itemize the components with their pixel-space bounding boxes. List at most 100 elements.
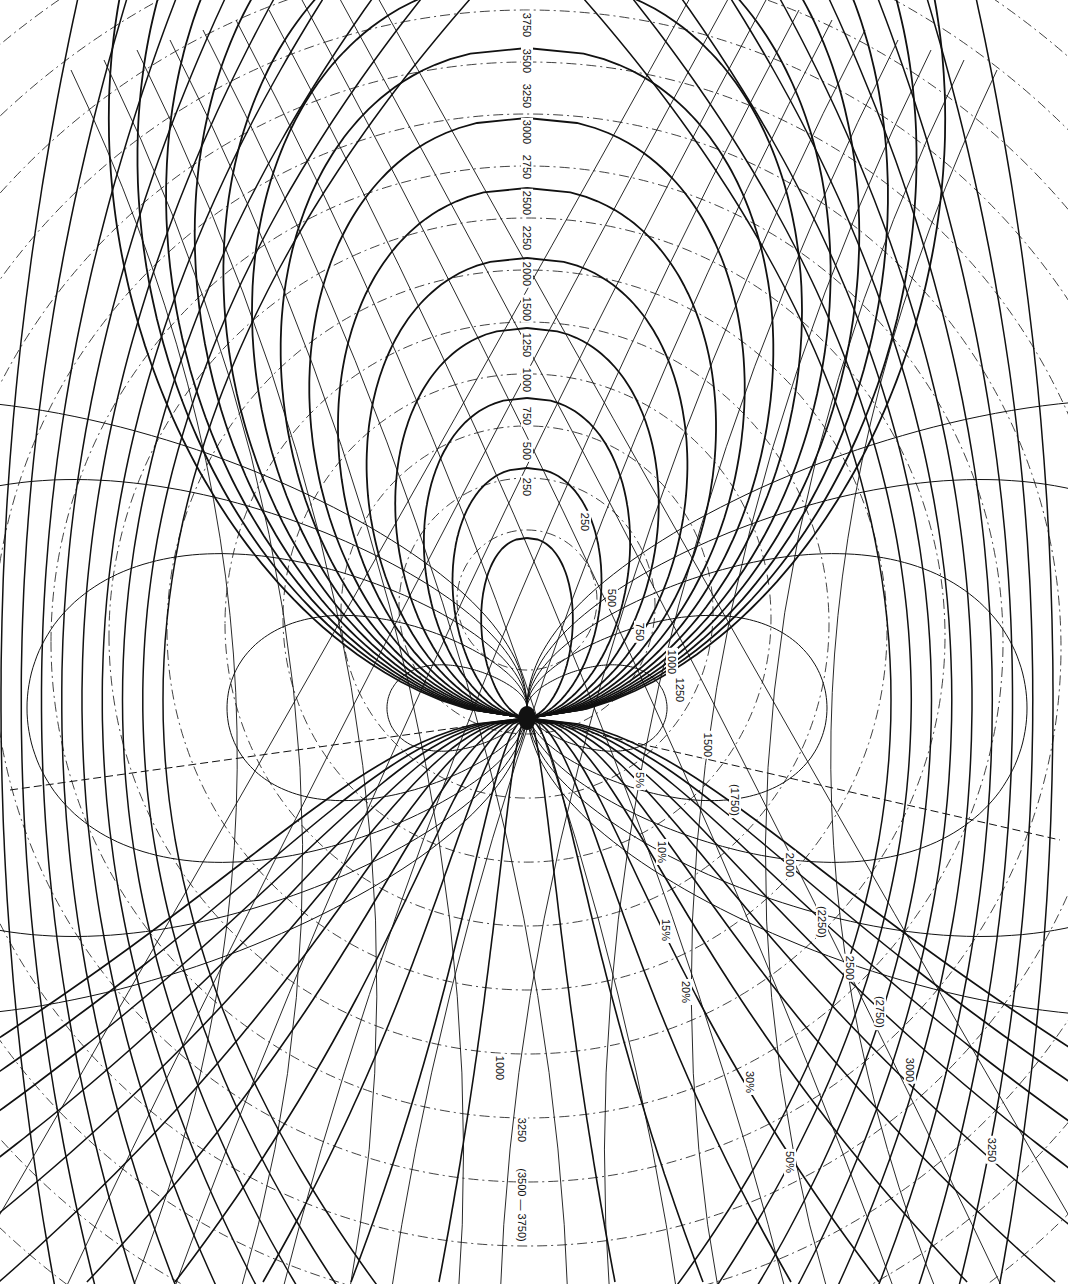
value-label: 3000 <box>521 117 533 145</box>
field-line <box>143 0 428 1284</box>
field-line <box>527 328 659 718</box>
field-line <box>102 0 328 1284</box>
cross-line <box>170 40 464 1284</box>
field-line <box>527 718 791 1282</box>
value-label: 1500 <box>521 295 533 323</box>
field-line <box>281 48 527 718</box>
value-label: 3000 <box>904 1056 916 1084</box>
value-label: 3500 <box>521 46 533 74</box>
contour-circle <box>51 166 1003 1118</box>
field-line <box>974 0 1053 1284</box>
cross-line <box>765 60 964 1284</box>
field-line <box>527 48 773 718</box>
field-line <box>138 0 528 718</box>
cross-line <box>269 10 788 1284</box>
percent-label: 15% <box>660 917 672 943</box>
field-line <box>123 0 379 1284</box>
field-line <box>163 0 478 1284</box>
field-line <box>0 718 527 1282</box>
field-line <box>825 0 992 1284</box>
value-label: 250 <box>579 511 591 533</box>
lobe-curve <box>527 399 1068 1016</box>
value-label: (1750) <box>729 782 741 818</box>
field-line <box>263 718 527 1282</box>
contour-circle <box>457 530 597 670</box>
field-line <box>0 718 527 1282</box>
field-line <box>42 0 180 1284</box>
value-label: 500 <box>521 440 533 462</box>
field-line <box>527 0 945 718</box>
percent-label: 10% <box>656 839 668 865</box>
value-label: 1500 <box>702 731 714 759</box>
field-line <box>527 0 888 718</box>
field-line <box>527 468 602 718</box>
axis-line <box>10 718 1060 840</box>
cross-line <box>604 40 898 1284</box>
value-label: 500 <box>606 587 618 609</box>
field-line <box>527 718 1068 1282</box>
value-label: 1000 <box>666 648 678 676</box>
field-line <box>0 718 527 1282</box>
field-line <box>527 718 1068 1282</box>
field-line <box>252 0 527 718</box>
percent-label: 30% <box>744 1069 756 1095</box>
cross-line <box>831 70 997 1284</box>
value-label: 2500 <box>521 188 533 216</box>
field-line <box>0 718 527 1282</box>
field-line <box>527 118 745 718</box>
field-line <box>62 0 229 1284</box>
value-label: 2250 <box>521 224 533 252</box>
value-label: (3500 — 3750) <box>516 1166 528 1243</box>
field-line <box>367 258 527 718</box>
field-line <box>395 328 527 718</box>
field-line <box>21 0 129 1284</box>
value-label: 250 <box>521 475 533 497</box>
cross-line <box>104 60 303 1284</box>
contour-circle <box>109 218 945 1054</box>
value-label: 750 <box>634 621 646 643</box>
field-line <box>1 0 80 1284</box>
value-label: 3250 <box>986 1136 998 1164</box>
cross-line <box>302 0 898 1284</box>
percent-label: 5% <box>634 770 646 790</box>
cross-line <box>203 30 568 1284</box>
field-line <box>195 0 527 718</box>
value-label: 1000 <box>494 1054 506 1082</box>
field-line <box>453 468 528 718</box>
percent-label: 20% <box>680 979 692 1005</box>
value-label: 2000 <box>521 259 533 287</box>
field-line <box>527 718 1068 1282</box>
field-line <box>527 0 859 718</box>
value-label: 2750 <box>521 153 533 181</box>
field-line <box>527 718 1055 1282</box>
value-label: 3250 <box>521 82 533 110</box>
cross-line <box>691 50 931 1284</box>
cross-line <box>368 0 1068 1284</box>
field-line <box>527 718 1068 1282</box>
cross-line <box>71 70 237 1284</box>
cross-line <box>236 20 678 1284</box>
field-line <box>626 0 912 1284</box>
contour-circle <box>167 270 887 990</box>
cross-line <box>137 50 377 1284</box>
value-label: (2750) <box>874 994 886 1030</box>
field-line <box>676 0 932 1284</box>
value-label: 1250 <box>521 330 533 358</box>
value-label: 3750 <box>521 11 533 39</box>
value-label: 2500 <box>844 954 856 982</box>
source-point <box>518 706 536 730</box>
field-line <box>527 718 1068 1282</box>
value-label: 750 <box>521 404 533 426</box>
value-label: 1000 <box>521 366 533 394</box>
cross-line <box>500 30 865 1284</box>
field-line <box>0 718 527 1282</box>
field-line <box>925 0 1033 1284</box>
value-label: (2250) <box>816 904 828 940</box>
